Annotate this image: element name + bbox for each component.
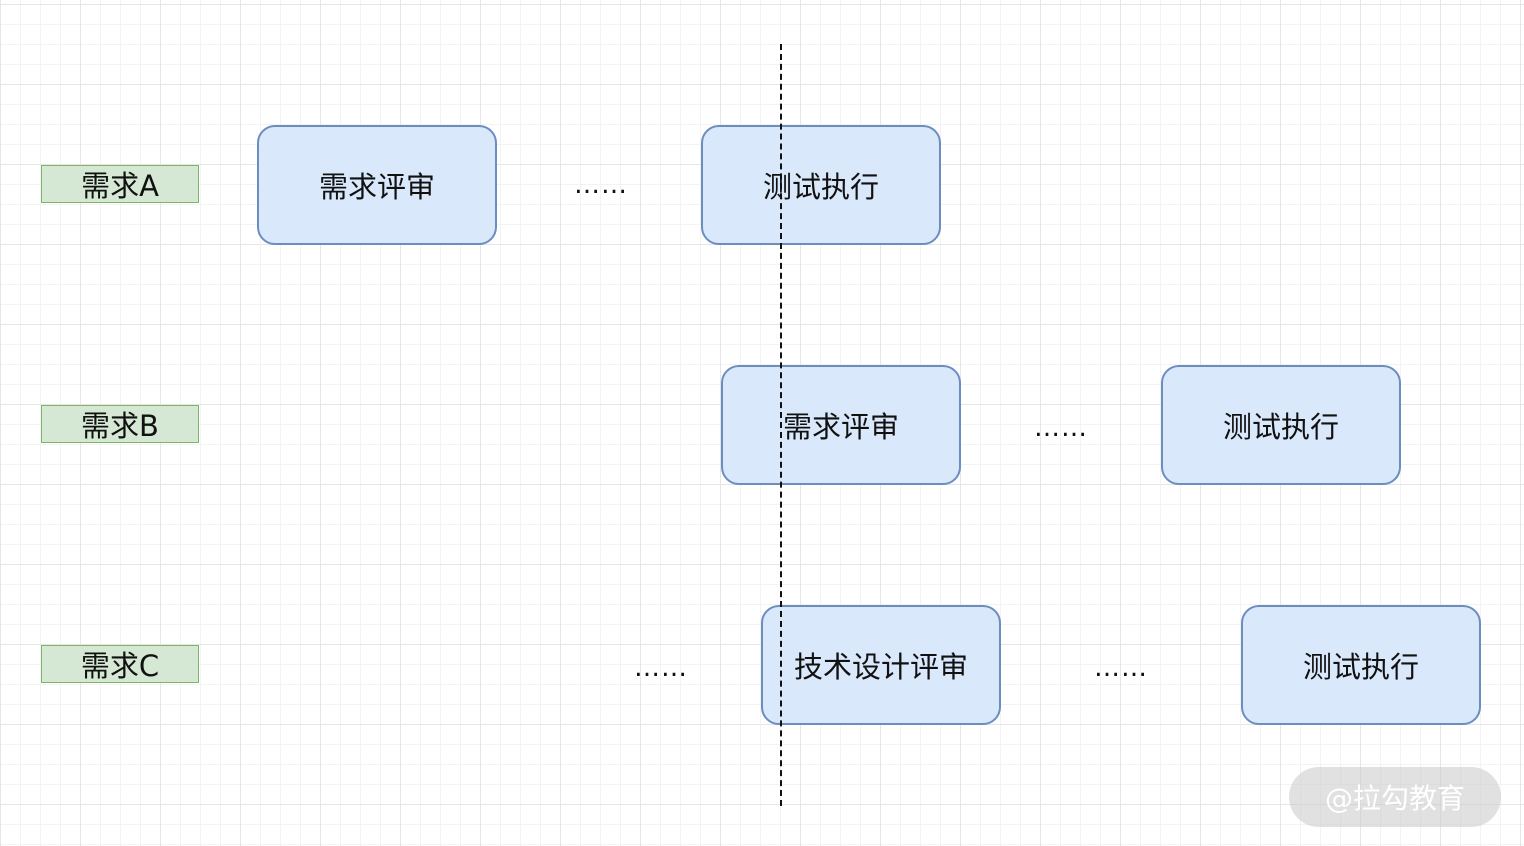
ellipsis-a: …… xyxy=(574,170,628,200)
step-b-test-text: 测试执行 xyxy=(1222,410,1339,444)
requirement-b-label: 需求B xyxy=(41,405,199,443)
step-a-review-text: 需求评审 xyxy=(318,170,435,204)
requirement-b-text: 需求B xyxy=(81,409,159,443)
time-divider-line xyxy=(780,44,782,806)
requirement-a-text: 需求A xyxy=(81,169,159,203)
step-a-test: 测试执行 xyxy=(701,125,941,245)
ellipsis-c-before: …… xyxy=(634,653,688,683)
step-c-test-text: 测试执行 xyxy=(1302,650,1419,684)
step-a-test-text: 测试执行 xyxy=(762,170,879,204)
watermark-badge: @拉勾教育 xyxy=(1289,767,1501,827)
ellipsis-c-after: …… xyxy=(1094,653,1148,683)
step-b-review: 需求评审 xyxy=(721,365,961,485)
step-c-test: 测试执行 xyxy=(1241,605,1481,725)
watermark-text: @拉勾教育 xyxy=(1324,782,1465,815)
step-b-test: 测试执行 xyxy=(1161,365,1401,485)
ellipsis-b: …… xyxy=(1034,413,1088,443)
requirement-c-text: 需求C xyxy=(80,649,160,683)
step-b-review-text: 需求评审 xyxy=(782,410,899,444)
step-c-design-review: 技术设计评审 xyxy=(761,605,1001,725)
requirement-c-label: 需求C xyxy=(41,645,199,683)
requirement-a-label: 需求A xyxy=(41,165,199,203)
step-c-design-review-text: 技术设计评审 xyxy=(793,650,968,684)
step-a-review: 需求评审 xyxy=(257,125,497,245)
